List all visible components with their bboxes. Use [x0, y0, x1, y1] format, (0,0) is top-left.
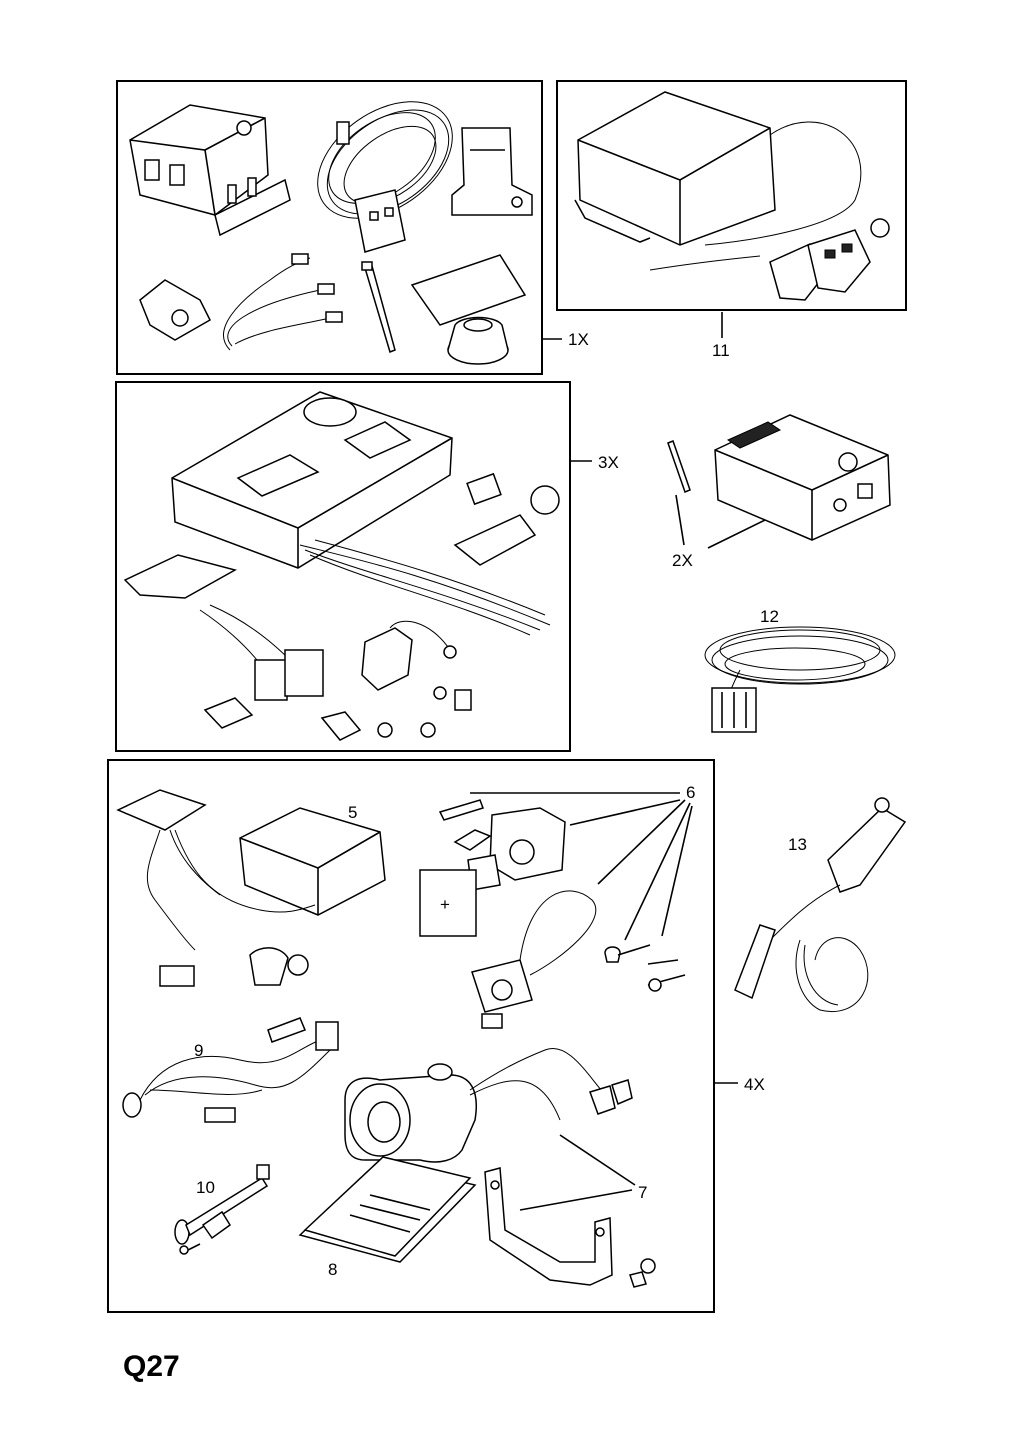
kit-2x-label: 2X [672, 551, 693, 570]
kit-1x-group: 1X [116, 80, 589, 375]
part-12-group: 12 [704, 607, 896, 733]
part-7-label: 7 [638, 1183, 647, 1202]
part-11-group: 11 [556, 80, 907, 360]
mounting-bracket-icon [451, 127, 533, 216]
remote-control-unit-icon [574, 91, 862, 271]
part-6-label: 6 [686, 783, 695, 802]
hood-switch-clip-icon [139, 279, 211, 341]
kit-4x-frame [107, 759, 715, 1313]
kit-1x-label: 1X [568, 330, 589, 349]
part-8-label: 8 [328, 1260, 337, 1279]
control-unit-5-icon [116, 789, 386, 987]
key-fob-3x-icon [453, 472, 560, 566]
backup-battery-siren-icon [714, 414, 891, 541]
part-11-label: 11 [712, 341, 730, 360]
part-5-label: 5 [348, 803, 357, 822]
relay-icon [361, 620, 457, 691]
part-13-label: 13 [788, 835, 807, 854]
key-fob-icon [769, 218, 890, 301]
clip-3x-icon [203, 697, 254, 729]
siren-bracket-7-icon [484, 1167, 656, 1288]
kit-2x-group: 2X [667, 414, 891, 570]
wire-harness-9-icon [122, 1017, 339, 1123]
part-10-label: 10 [196, 1178, 215, 1197]
kit-3x-label: 3X [598, 453, 619, 472]
wiring-harness-12-icon [704, 626, 896, 733]
door-pin-switch-10-icon [174, 1164, 270, 1255]
adhesive-pad-icon [410, 254, 527, 326]
part-12-label: 12 [760, 607, 779, 626]
wire-loom-icon [317, 101, 453, 253]
grommet-icon [447, 316, 509, 365]
connector-3x-icon [199, 604, 324, 701]
screw-3x-icon [320, 686, 472, 741]
part-11-frame [556, 80, 907, 311]
instruction-booklet-8-icon [298, 1156, 477, 1263]
cable-tie-icon [361, 261, 396, 354]
kit-4x-group: 5 + 6 [107, 759, 765, 1313]
part-9-label: 9 [194, 1041, 203, 1060]
small-harness-icon [223, 253, 343, 351]
sensor-kit-6-icon: + [419, 799, 686, 1029]
part-13-group: 13 [734, 797, 907, 1012]
kit-3x-frame [115, 381, 571, 752]
control-module-916-icon [129, 104, 291, 237]
key-2x-icon [667, 440, 691, 493]
page-code: Q27 [123, 1350, 180, 1383]
kit-1x-frame [116, 80, 543, 375]
svg-text:+: + [440, 895, 450, 914]
kit-4x-label: 4X [744, 1075, 765, 1094]
tilt-sensor-13-icon [734, 797, 907, 1012]
siren-icon [344, 1047, 633, 1163]
kit-3x-group: 3X [115, 381, 619, 752]
alarm-control-unit-icon [123, 391, 551, 636]
